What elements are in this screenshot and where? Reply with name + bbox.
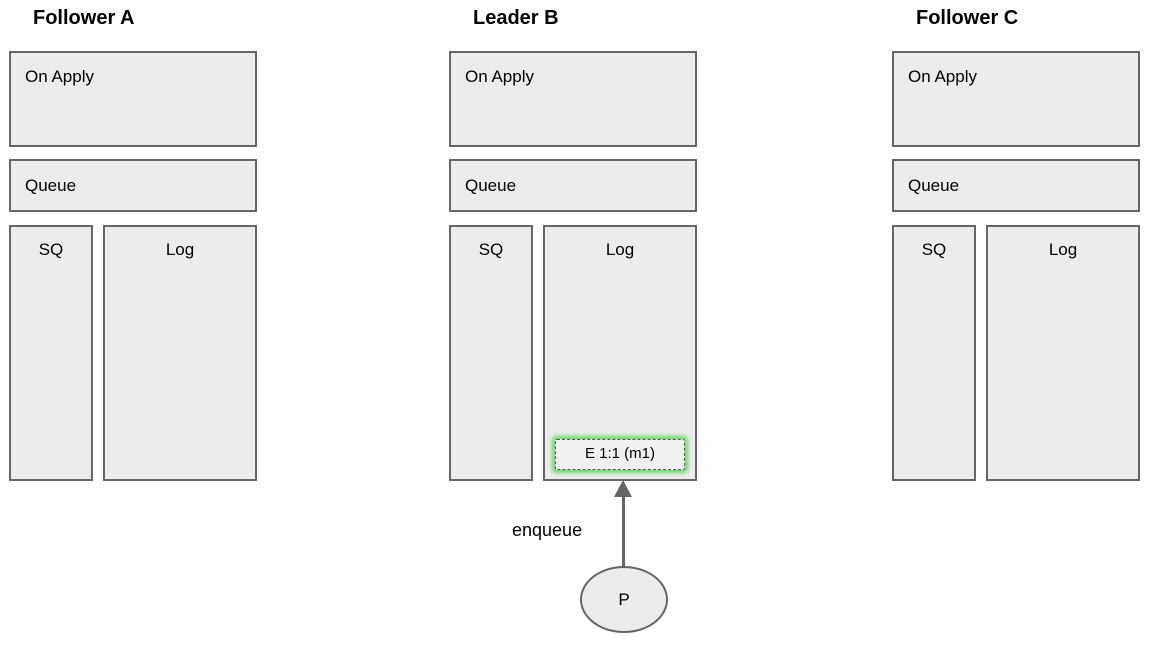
- node-title-leader-b: Leader B: [473, 7, 559, 29]
- producer-label: P: [618, 589, 630, 609]
- log-box: Log: [103, 225, 257, 481]
- on-apply-box: On Apply: [9, 51, 257, 147]
- sq-label: SQ: [38, 240, 64, 259]
- node-title-follower-c: Follower C: [916, 7, 1019, 29]
- on-apply-label: On Apply: [908, 67, 977, 86]
- node-follower-c: Follower C On Apply Queue SQ Log: [892, 0, 1140, 500]
- queue-label: Queue: [908, 175, 960, 195]
- on-apply-label: On Apply: [465, 67, 534, 86]
- enqueue-arrow: [622, 496, 625, 567]
- log-box: Log E 1:1 (m1): [543, 225, 697, 481]
- log-box: Log: [986, 225, 1140, 481]
- queue-box: Queue: [449, 159, 697, 212]
- log-entry-highlighted: E 1:1 (m1): [555, 439, 685, 470]
- queue-label: Queue: [465, 175, 517, 195]
- log-label: Log: [1048, 240, 1078, 259]
- on-apply-label: On Apply: [25, 67, 94, 86]
- on-apply-box: On Apply: [449, 51, 697, 147]
- queue-box: Queue: [892, 159, 1140, 212]
- queue-label: Queue: [25, 175, 77, 195]
- enqueue-arrowhead-icon: [614, 480, 632, 497]
- on-apply-box: On Apply: [892, 51, 1140, 147]
- node-follower-a: Follower A On Apply Queue SQ Log: [9, 0, 257, 500]
- sq-label: SQ: [478, 240, 504, 259]
- producer-ellipse: P: [580, 566, 668, 633]
- node-title-follower-a: Follower A: [33, 7, 135, 29]
- log-label: Log: [605, 240, 635, 259]
- sq-label: SQ: [921, 240, 947, 259]
- sq-box: SQ: [449, 225, 533, 481]
- sq-box: SQ: [9, 225, 93, 481]
- sq-box: SQ: [892, 225, 976, 481]
- enqueue-label: enqueue: [512, 520, 583, 540]
- log-label: Log: [165, 240, 195, 259]
- queue-box: Queue: [9, 159, 257, 212]
- node-leader-b: Leader B On Apply Queue SQ Log E 1:1 (m1…: [449, 0, 697, 500]
